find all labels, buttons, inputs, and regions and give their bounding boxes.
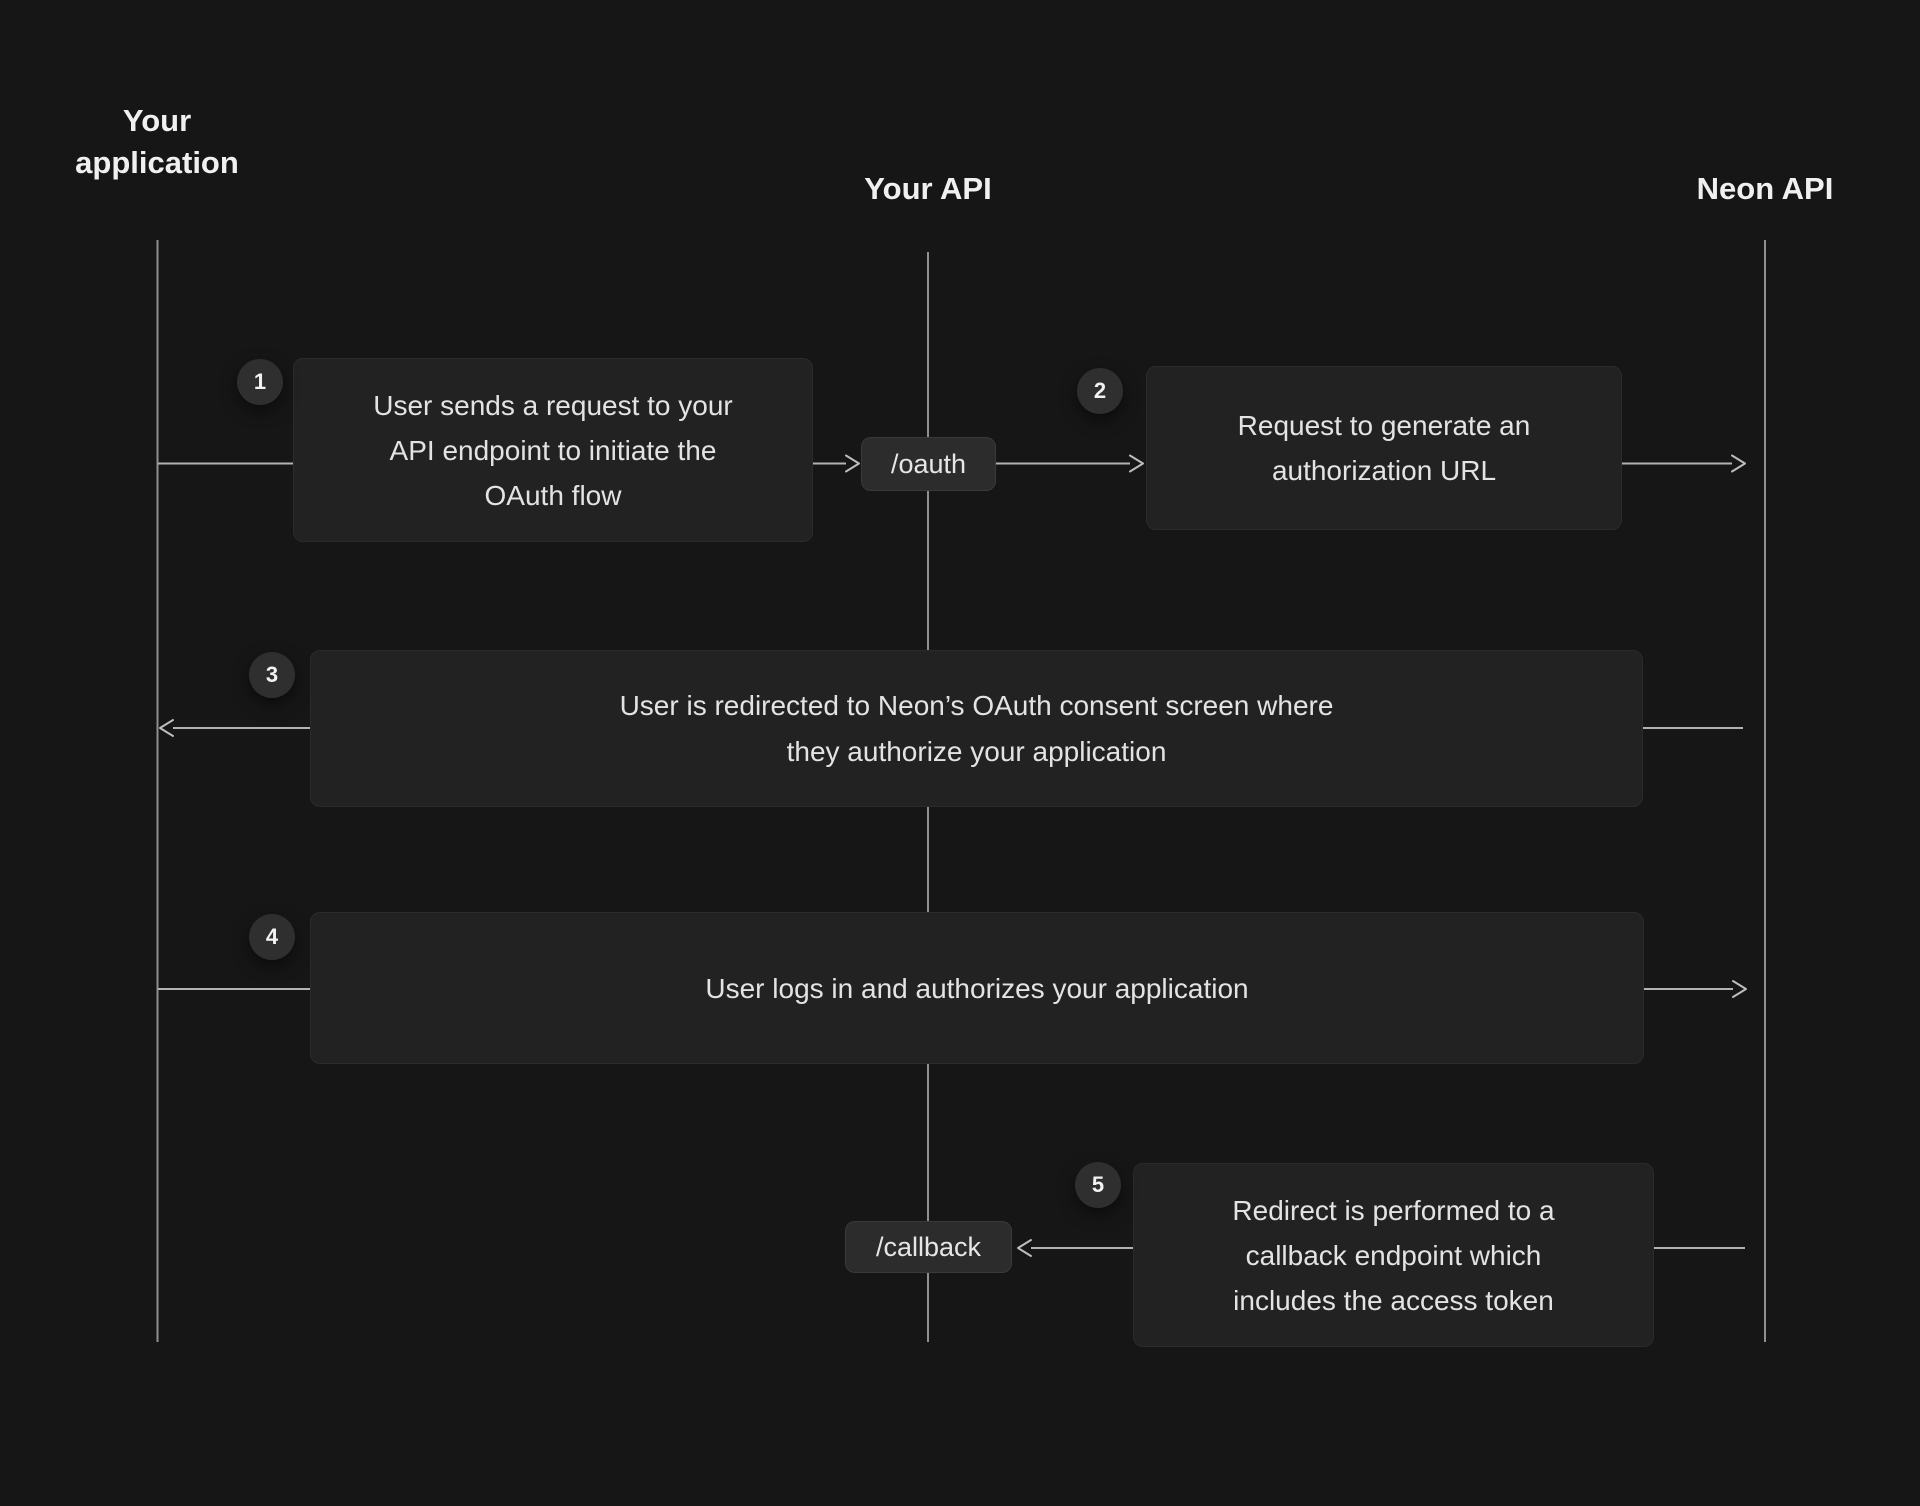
step-1-number-badge: 1 (237, 359, 283, 405)
step-3-number-badge: 3 (249, 652, 295, 698)
step-4-box: User logs in and authorizes your applica… (310, 912, 1644, 1064)
step-1-text-line: API endpoint to initiate the (389, 434, 717, 466)
lane-header-your-api: Your API (864, 171, 992, 206)
msg5-arrowhead-left (1017, 1239, 1032, 1257)
step-2-text-line: Request to generate an (1237, 410, 1531, 441)
step-5-text-line: Redirect is performed to a (1232, 1194, 1555, 1226)
msg4-arrowhead-neon (1732, 980, 1747, 998)
step-4-number-badge: 4 (249, 914, 295, 960)
step-2-number-badge: 2 (1077, 368, 1123, 414)
msg2-arrowhead-right (1129, 454, 1144, 473)
msg1-arrowhead-right (845, 454, 860, 473)
step-3-box: User is redirected to Neon’s OAuth conse… (310, 650, 1643, 807)
step-3-text-line: they authorize your application (786, 735, 1167, 767)
step-1-box: User sends a request to your API endpoin… (293, 358, 813, 542)
endpoint-chip-callback: /callback (845, 1221, 1012, 1273)
step-5-text-line: includes the access token (1233, 1284, 1554, 1316)
step-1-text-line: OAuth flow (484, 479, 622, 511)
msg3-arrowhead-left (159, 719, 174, 737)
step-1-text-line: User sends a request to your (373, 389, 733, 421)
step-2-text-line: authorization URL (1271, 455, 1497, 486)
endpoint-chip-oauth: /oauth (861, 437, 996, 491)
lane-header-neon-api: Neon API (1696, 171, 1834, 206)
step-5-number-badge: 5 (1075, 1162, 1121, 1208)
lane-header-your-application: Your application (75, 103, 239, 180)
step-5-box: Redirect is performed to a callback endp… (1133, 1163, 1654, 1347)
step-4-text-line: User logs in and authorizes your applica… (705, 972, 1249, 1004)
msg2-arrowhead-neon (1731, 454, 1746, 473)
step-3-text-line: User is redirected to Neon’s OAuth conse… (619, 689, 1334, 721)
step-5-text-line: callback endpoint which (1245, 1239, 1542, 1271)
step-2-box: Request to generate an authorization URL (1146, 366, 1622, 530)
